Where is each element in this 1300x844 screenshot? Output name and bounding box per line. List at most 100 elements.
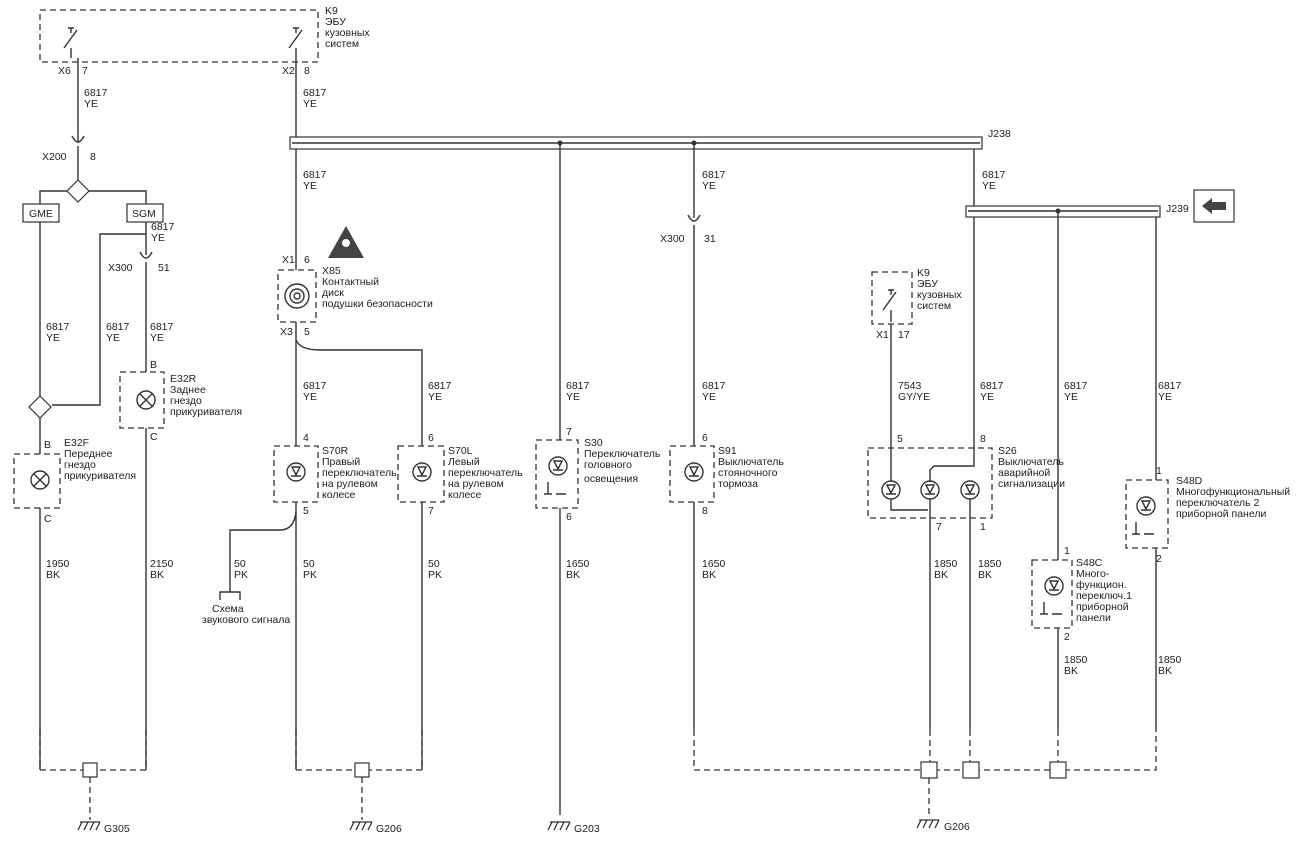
wire-color: BK (150, 569, 164, 581)
wire-color: YE (46, 332, 60, 344)
ground-junction (962, 761, 980, 779)
svg-text:Схема: Схема (212, 603, 244, 615)
svg-text:переключатель: переключатель (448, 467, 523, 479)
wire-color: YE (702, 180, 716, 192)
ground-g203-icon (547, 821, 571, 831)
x300-51-pin: 51 (158, 262, 170, 274)
k9-mid-label: K9 ЭБУ кузовных систем (917, 267, 962, 312)
svg-text:Правый: Правый (322, 456, 360, 468)
switch-lamp-icon (960, 480, 980, 500)
e32f-dashed-box (13, 453, 61, 509)
svg-text:Переднее: Переднее (64, 448, 113, 460)
wire-color: BK (978, 569, 992, 581)
wire-color: YE (84, 98, 98, 110)
wire-color: BK (702, 569, 716, 581)
wire-color: YE (303, 180, 317, 192)
option-diamond-2-icon (28, 395, 52, 419)
s30-label: S30 Переключатель головного освещения (584, 437, 661, 485)
wire-color: YE (702, 391, 716, 403)
s26-output-wiring (890, 499, 928, 511)
x2-label: X2 (282, 65, 295, 77)
wire-color: PK (234, 569, 248, 581)
diode-icon (416, 466, 428, 477)
wire-code: 50 (428, 558, 440, 570)
svg-text:S26: S26 (998, 445, 1017, 457)
wire-code: 1850 (1064, 654, 1088, 666)
svg-text:стояночного: стояночного (718, 467, 778, 479)
lamp-icon (136, 390, 156, 410)
x200-connector-icon (71, 135, 85, 143)
switch-lamp-icon (412, 462, 432, 482)
svg-text:S30: S30 (584, 437, 603, 449)
ground-g305-icon (77, 821, 101, 831)
horn-ref-label: Схема звукового сигнала (202, 603, 290, 626)
wire-code: 1850 (934, 558, 958, 570)
svg-text:Переключатель: Переключатель (584, 448, 661, 460)
lamp-x-icon (33, 473, 47, 487)
s26-internal-wiring (890, 448, 975, 482)
wire-color: YE (150, 332, 164, 344)
diode-icon (688, 466, 700, 477)
wire-code: 6817 (702, 169, 726, 181)
wire-code: 6817 (1064, 380, 1088, 392)
wire-code: 6817 (303, 87, 327, 99)
svg-text:Левый: Левый (448, 456, 480, 468)
diode-icon (290, 466, 302, 477)
k9-top-dashed-box (39, 9, 319, 63)
wire-code: 1650 (702, 558, 726, 570)
x200-label: X200 (42, 151, 67, 163)
option-split-wire (39, 190, 147, 204)
svg-text:подушки безопасности: подушки безопасности (322, 298, 433, 310)
wire-color: BK (566, 569, 580, 581)
wire-code: 6817 (106, 321, 130, 333)
ground-junction (82, 762, 98, 778)
svg-text:тормоза: тормоза (718, 478, 758, 490)
switch-contact-icon (544, 482, 566, 495)
svg-text:K9: K9 (917, 267, 930, 279)
x1-17-pin: 17 (898, 329, 910, 341)
svg-text:S48C: S48C (1076, 557, 1103, 569)
sgm-option-box (126, 203, 164, 223)
s91-pin-out: 8 (702, 505, 708, 517)
wire-code: 6817 (84, 87, 108, 99)
s48c-pin-in: 1 (1064, 545, 1070, 557)
e32r-dashed-box (119, 371, 165, 429)
svg-text:переключатель 2: переключатель 2 (1176, 497, 1259, 509)
s70r-label: S70R Правый переключатель на рулевом кол… (322, 445, 397, 501)
svg-text:ЭБУ: ЭБУ (325, 16, 346, 28)
x1-label: X1 (282, 254, 295, 266)
wire-code: 6817 (702, 380, 726, 392)
svg-text:на рулевом: на рулевом (322, 478, 378, 490)
clockspring-core-icon (293, 292, 301, 300)
s48d-pin-in: 1 (1156, 465, 1162, 477)
s48d-dashed-box (1125, 479, 1169, 549)
wire-code: 6817 (303, 380, 327, 392)
svg-text:колесе: колесе (322, 489, 356, 501)
wire-color: BK (1158, 665, 1172, 677)
g206a-label: G206 (376, 823, 402, 835)
lamp-icon (30, 470, 50, 490)
wire-color: YE (566, 391, 580, 403)
s26-pin-8: 8 (980, 433, 986, 445)
svg-text:освещения: освещения (584, 473, 638, 485)
svg-text:приборной панели: приборной панели (1176, 508, 1266, 520)
x300-31-pin: 31 (704, 233, 716, 245)
wire-crossover (52, 233, 146, 406)
clockspring-inner-icon (289, 288, 305, 304)
switch-lamp-icon (920, 480, 940, 500)
svg-text:систем: систем (325, 38, 359, 50)
e32r-label: E32R Заднее гнездо прикуривателя (170, 373, 242, 418)
svg-text:E32F: E32F (64, 437, 89, 449)
svg-text:Выключатель: Выключатель (998, 456, 1064, 468)
wire-code: 6817 (566, 380, 590, 392)
x6-pin: 7 (82, 65, 88, 77)
e32f-pin-b: B (44, 439, 51, 451)
sgm-option-label: SGM (132, 208, 156, 220)
wire-code: 1950 (46, 558, 70, 570)
x3-label: X3 (280, 326, 293, 338)
x3-pin: 5 (304, 326, 310, 338)
s26-pin-1: 1 (980, 521, 986, 533)
s70r-pin-in: 4 (303, 432, 309, 444)
splice-dot (1055, 208, 1061, 214)
k9-top-switch-2-icon (288, 27, 303, 58)
